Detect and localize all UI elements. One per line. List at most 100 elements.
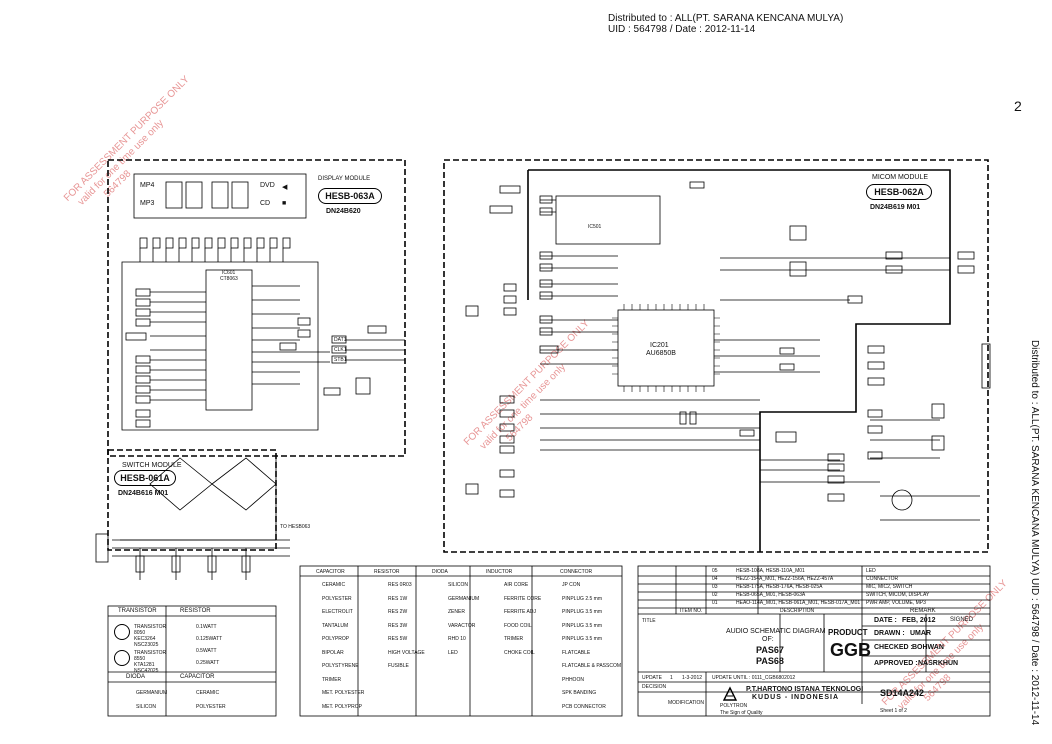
ct-capacitor-2: ELECTROLIT — [322, 609, 353, 615]
title-model2: PAS68 — [756, 656, 784, 666]
legend-dioda-header: DIODA — [126, 674, 146, 680]
play-icon: ◀ — [282, 184, 288, 191]
legend-diode-0: GERMANIUM — [136, 690, 168, 696]
page-number: 2 — [1014, 98, 1022, 114]
legend-res-0: 0.1WATT — [196, 624, 217, 630]
ct-connector-6: FLATCABLE & PASSCOM — [562, 663, 621, 669]
led-label-mp3: MP3 — [140, 200, 155, 207]
revision-row-2-rev: 03 — [712, 584, 718, 590]
revision-row-3-rev: 02 — [712, 592, 718, 598]
ct-header-inductor: INDUCTOR — [486, 569, 513, 575]
switch-module-dn: DN24B616 M01 — [118, 490, 169, 497]
title-label: TITLE — [642, 618, 656, 624]
led-label-dvd: DVD — [260, 182, 275, 189]
legend-cap-1: POLYESTER — [196, 704, 226, 710]
legend-res-2: 0.5WATT — [196, 648, 217, 654]
pnp-transistor-icon — [114, 650, 130, 666]
ct-connector-5: FLATCABLE — [562, 649, 591, 656]
legend-res-3: 0.25WATT — [196, 660, 220, 666]
ct-header-resistor: RESISTOR — [374, 569, 400, 575]
revision-row-2-desc: HESB-175A, HESB-176A, HESB-025A — [736, 584, 823, 590]
micom-module-title: MICOM MODULE — [872, 174, 928, 181]
update-val: 1 — [670, 675, 673, 681]
ct-header-dioda: DIODA — [432, 569, 448, 575]
ct-capacitor-1: POLYESTER — [322, 595, 352, 602]
ct-capacitor-9: MET. POLYPROP — [322, 703, 362, 710]
legend-transistor-npn: TRANSISTOR 8050 KEC3264 NSC23025 — [134, 624, 167, 648]
ct-connector-1: PINPLUG 2.5 mm — [562, 595, 603, 602]
ct-connector-0: JP CON — [562, 582, 581, 588]
checked-label: CHECKED : — [874, 644, 913, 651]
drawn-value: UMAR — [910, 630, 931, 637]
ct-dioda-4: RHD 10 — [448, 636, 466, 642]
title-of: OF: — [762, 636, 774, 643]
ct-capacitor-0: CERAMIC — [322, 582, 346, 588]
date-label: DATE : — [874, 617, 897, 624]
ct-header-capacitor: CAPACITOR — [316, 569, 345, 575]
ct-capacitor-8: MET. POLYESTER — [322, 690, 365, 696]
stop-icon: ■ — [282, 200, 287, 207]
ct-connector-4: PINPLUG 3.5 mm — [562, 636, 603, 642]
revision-row-4-desc: HEAO-114A_M01, HESB-061A_M01, HESB-017A_… — [736, 600, 861, 606]
ct-inductor-2: FERRITE ADJ — [504, 609, 536, 615]
update-label: UPDATE — [642, 675, 662, 681]
approved-label: APPROVED : — [874, 660, 918, 667]
revision-row-4-rev: 01 — [712, 600, 718, 606]
switch-to-label: TO HESB063 — [280, 524, 311, 530]
revision-row-3-remark: SWITCH, MICOM, DISPLAY — [866, 592, 930, 598]
ct-capacitor-6: POLYSTYRENE — [322, 663, 359, 669]
ct-connector-8: SPK BANDING — [562, 690, 597, 696]
ct-dioda-1: GERMANIUM — [448, 595, 480, 602]
ct-resistor-5: HIGH VOLTAGE — [388, 649, 425, 656]
revision-row-4-remark: PWR AMP, VOLUME, MP3 — [866, 600, 926, 606]
revision-row-0-rev: 05 — [712, 568, 718, 574]
signed-label: SIGNED — [950, 617, 974, 623]
distribution-line-2: UID : 564798 / Date : 2012-11-14 — [608, 24, 756, 35]
modification-label: MODIFICATION — [668, 700, 705, 706]
micom-module-part: HESB-062A — [866, 184, 932, 200]
ic201-ref: IC201 — [650, 342, 669, 349]
decision-label: DECISION — [642, 684, 667, 690]
rev-item-label: ITEM NO. — [680, 608, 703, 614]
sheet-number: Sheet 1 of 2 — [880, 708, 907, 714]
ct-resistor-3: RES 3W — [388, 622, 408, 629]
ct-connector-7: PHHOON — [562, 676, 584, 683]
revision-row-1-rev: 04 — [712, 576, 718, 582]
revision-row-2-remark: MIC, MIC2, SWITCH — [866, 584, 913, 590]
ct-capacitor-3: TANTALUM — [322, 622, 349, 629]
distribution-line-1: Distributed to : ALL(PT. SARANA KENCANA … — [608, 13, 844, 24]
io-dat1: DAT1 — [334, 337, 347, 343]
update-until: UPDATE UNTIL : 0111_CGB6802012 — [712, 675, 796, 681]
legend-cap-0: CERAMIC — [196, 690, 220, 696]
checked-value: BOHWAN — [912, 644, 944, 651]
drawn-label: DRAWN : — [874, 630, 905, 637]
title-text: AUDIO SCHEMATIC DIAGRAM — [726, 628, 826, 635]
legend-res-1: 0.125WATT — [196, 636, 223, 642]
ic501-ref: IC501 — [588, 224, 602, 230]
doc-number: SD14A242 — [880, 688, 925, 698]
ct-resistor-2: RES 2W — [388, 609, 408, 615]
ct-capacitor-7: TRIMER — [322, 676, 342, 683]
revision-row-0-remark: LED — [866, 568, 876, 574]
ct-inductor-1: FERRITE CORE — [504, 595, 542, 602]
ct-connector-3: PINPLUG 3.5 mm — [562, 622, 603, 629]
micom-module-dn: DN24B619 M01 — [870, 204, 921, 211]
revision-row-3-desc: HESB-065A_M01, HESB-063A — [736, 592, 806, 598]
ct-inductor-5: CHOKE COIL — [504, 649, 535, 656]
led-label-cd: CD — [260, 200, 271, 207]
company-name: P.T.HARTONO ISTANA TEKNOLOGI — [746, 686, 864, 693]
product-code: GGB — [830, 640, 872, 660]
legend-transistor-pnp: TRANSISTOR 8550 KTA1281 NSC42025 — [134, 650, 167, 674]
product-label: PRODUCT — [828, 628, 868, 637]
io-clk1: CLK1 — [334, 347, 347, 353]
revision-row-1-desc: HEZZ-154A_M01, HEZZ-156A, HEZZ-457A — [736, 576, 834, 582]
ct-resistor-4: RES 5W — [388, 636, 408, 642]
legend-transistor-header: TRANSISTOR — [118, 608, 157, 614]
ct-inductor-0: AIR CORE — [504, 582, 529, 588]
date-value: FEB, 2012 — [902, 617, 936, 624]
ic201-part: AU6850B — [646, 350, 676, 357]
legend-resistor-header: RESISTOR — [180, 608, 211, 614]
switch-module-title: SWITCH MODULE — [122, 462, 182, 469]
tagline: The Sign of Quality — [720, 710, 763, 716]
